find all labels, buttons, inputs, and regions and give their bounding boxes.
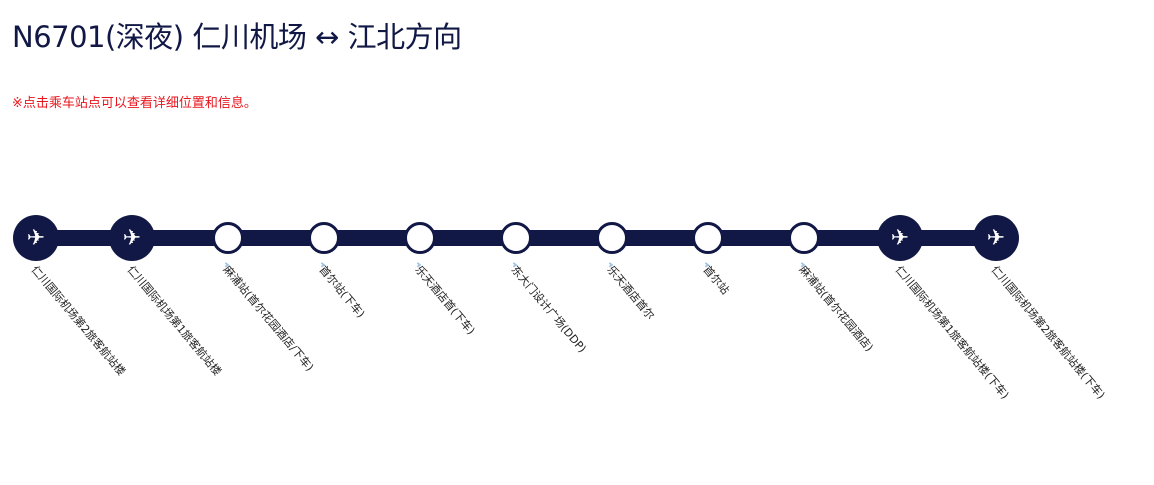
station-label[interactable]: 麻浦站(首尔花园酒店) bbox=[796, 263, 876, 355]
airplane-icon[interactable]: ✈ bbox=[877, 215, 923, 261]
station-circle[interactable] bbox=[212, 222, 244, 254]
station-label[interactable]: 东大门设计广场(DDP) bbox=[508, 263, 589, 356]
station-label[interactable]: 仁川国际机场第1旅客航站楼(下车) bbox=[892, 263, 1012, 402]
page-title: N6701(深夜) 仁川机场 ↔ 江北方向 bbox=[12, 20, 462, 54]
station-label[interactable]: 乐天酒店首(下车) bbox=[412, 263, 478, 338]
station-label[interactable]: 仁川国际机场第2旅客航站楼 bbox=[28, 263, 128, 379]
station-label[interactable]: 首尔站 bbox=[700, 263, 732, 297]
airplane-icon[interactable]: ✈ bbox=[973, 215, 1019, 261]
instruction-note: ※点击乘车站点可以查看详细位置和信息。 bbox=[12, 96, 257, 111]
station-label[interactable]: 仁川国际机场第2旅客航站楼(下车) bbox=[988, 263, 1108, 402]
station-label[interactable]: 麻浦站(首尔花园酒店/下车) bbox=[220, 263, 317, 374]
airplane-icon[interactable]: ✈ bbox=[109, 215, 155, 261]
station-circle[interactable] bbox=[500, 222, 532, 254]
station-label[interactable]: 首尔站(下车) bbox=[316, 263, 368, 321]
station-circle[interactable] bbox=[692, 222, 724, 254]
station-circle[interactable] bbox=[788, 222, 820, 254]
station-label[interactable]: 仁川国际机场第1旅客航站楼 bbox=[124, 263, 224, 379]
station-circle[interactable] bbox=[308, 222, 340, 254]
station-label[interactable]: 乐天酒店首尔 bbox=[604, 263, 657, 323]
airplane-icon[interactable]: ✈ bbox=[13, 215, 59, 261]
station-circle[interactable] bbox=[404, 222, 436, 254]
station-circle[interactable] bbox=[596, 222, 628, 254]
